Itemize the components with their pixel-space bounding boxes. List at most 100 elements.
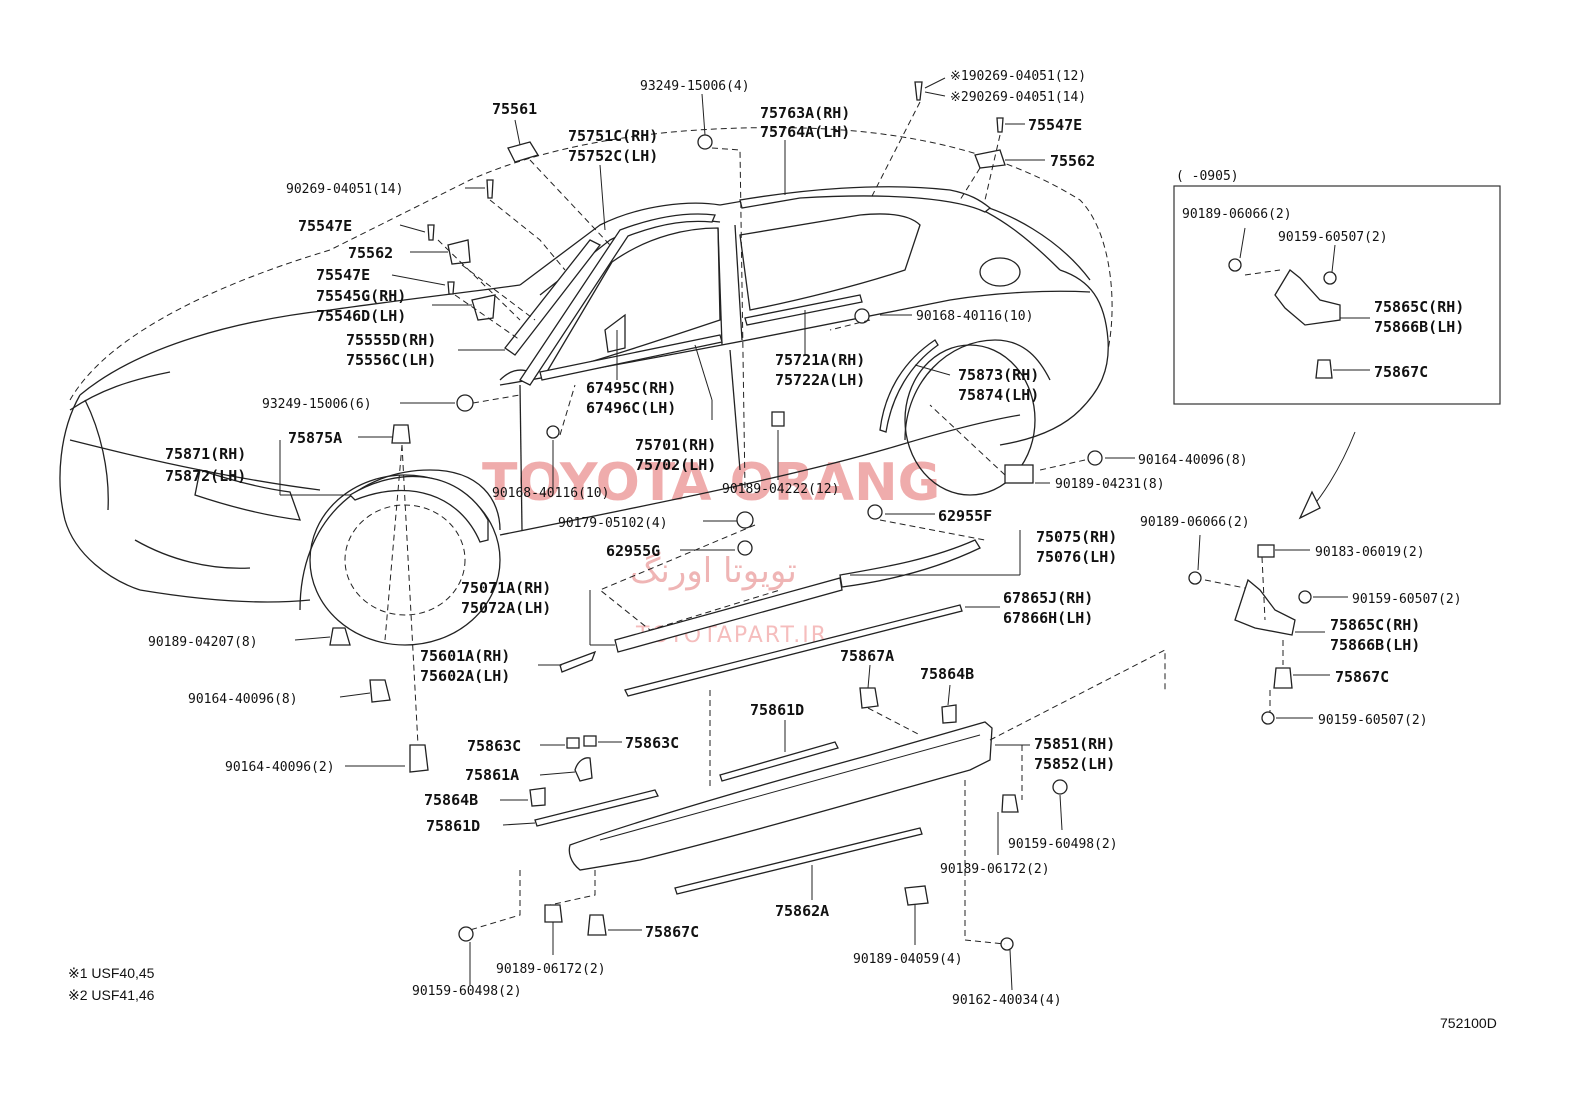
label-75863c-right: 75863C [625, 734, 679, 752]
screw-90164-right [1087, 450, 1103, 466]
label-75861a: 75861A [465, 766, 519, 784]
right-clip-06066 [1188, 571, 1202, 585]
windshield-side-moulding [504, 239, 601, 356]
roof-moulding [739, 186, 992, 213]
clip-right [941, 704, 957, 724]
arrow-head [1298, 490, 1321, 520]
label-90189-06172-left: 90189-06172(2) [496, 962, 606, 977]
label-75072a: 75072A(LH) [461, 599, 551, 617]
label-90189-06172-right: 90189-06172(2) [940, 862, 1050, 877]
clip-62955f [867, 504, 883, 520]
inset-bracket [1274, 269, 1341, 326]
label-75602a: 75602A(LH) [420, 667, 510, 685]
label-62955f: 62955F [938, 507, 992, 525]
clip-75547e-left [427, 224, 435, 241]
inset-screw-60507 [1323, 271, 1337, 285]
inset-clip-75867c [1315, 359, 1333, 379]
clip-90189-04207 [329, 627, 351, 646]
clip-75867c-bottom [587, 914, 607, 936]
label-75702: 75702(LH) [635, 456, 716, 474]
label-90189-04231: 90189-04231(8) [1055, 477, 1165, 492]
right-clip-75867c [1273, 667, 1293, 689]
label-75722a: 75722A(LH) [775, 371, 865, 389]
screw-90164-lower [409, 744, 429, 773]
pad-right [583, 735, 597, 747]
inset-label-75865c: 75865C(RH) [1374, 298, 1464, 316]
label-90269-note2: ※290269-04051(14) [950, 90, 1086, 105]
clip-left [529, 787, 546, 807]
label-75701: 75701(RH) [635, 436, 716, 454]
right-label-90159-60507-lower: 90159-60507(2) [1318, 713, 1428, 728]
label-75561: 75561 [492, 100, 537, 118]
rocker-moulding-front [614, 577, 843, 653]
clip-90168-front [546, 425, 560, 439]
inset-label-90189-06066: 90189-06066(2) [1182, 207, 1292, 222]
inset-box [1173, 185, 1501, 405]
label-67866h: 67866H(LH) [1003, 609, 1093, 627]
right-screw-60507-lower [1261, 711, 1275, 725]
label-75852: 75852(LH) [1034, 755, 1115, 773]
right-label-75866b: 75866B(LH) [1330, 636, 1420, 654]
clip-90269-top [914, 81, 923, 101]
label-75867c-bottom: 75867C [645, 923, 699, 941]
clip-90189-06172-right [1001, 794, 1019, 813]
clip-75561 [507, 141, 539, 163]
label-67495c: 67495C(RH) [586, 379, 676, 397]
label-93249-15006-4: 93249-15006(4) [640, 79, 750, 94]
window-frame-trim [604, 313, 626, 353]
diagram-code: 752100D [1440, 1015, 1497, 1031]
label-62955g: 62955G [606, 542, 660, 560]
label-75872: 75872(LH) [165, 467, 246, 485]
label-67496c: 67496C(LH) [586, 399, 676, 417]
right-label-75865c: 75865C(RH) [1330, 616, 1420, 634]
label-75763a: 75763A(RH) [760, 104, 850, 122]
label-75851: 75851(RH) [1034, 735, 1115, 753]
screw-90164-front [369, 679, 391, 703]
clip-90189-04222 [771, 411, 785, 427]
label-90189-04059: 90189-04059(4) [853, 952, 963, 967]
rocker-lower-strip [674, 827, 923, 895]
label-90159-60498-left: 90159-60498(2) [412, 984, 522, 999]
label-75861d-lower: 75861D [426, 817, 480, 835]
label-75556c: 75556C(LH) [346, 351, 436, 369]
label-75076: 75076(LH) [1036, 548, 1117, 566]
clip-75547e-mid [447, 281, 455, 295]
label-75752c: 75752C(LH) [568, 147, 658, 165]
label-75864b-right: 75864B [920, 665, 974, 683]
inset-frame [1173, 185, 1501, 405]
label-90269-note1: ※190269-04051(12) [950, 69, 1086, 84]
screw-93249-top [697, 134, 713, 150]
label-90168-rear: 90168-40116(10) [916, 309, 1033, 324]
mudguard-trim [559, 650, 597, 673]
label-90168-front: 90168-40116(10) [492, 486, 609, 501]
label-75547e-a: 75547E [298, 217, 352, 235]
label-75601a: 75601A(RH) [420, 647, 510, 665]
rocker-insert-upper [719, 741, 839, 782]
label-75764a: 75764A(LH) [760, 123, 850, 141]
rocker-end-cap [574, 757, 593, 782]
label-90269-04051-14: 90269-04051(14) [286, 182, 403, 197]
label-90164-40096-right: 90164-40096(8) [1138, 453, 1248, 468]
right-label-75867c: 75867C [1335, 668, 1389, 686]
label-90159-60498-right: 90159-60498(2) [1008, 837, 1118, 852]
pad-left [566, 737, 580, 749]
clip-75562-top [974, 149, 1006, 169]
label-75562-left: 75562 [348, 244, 393, 262]
label-75871: 75871(RH) [165, 445, 246, 463]
clip-75562-left [447, 239, 471, 265]
screw-90162 [1000, 937, 1014, 951]
label-75721a: 75721A(RH) [775, 351, 865, 369]
rear-belt-moulding [744, 294, 863, 326]
screw-90159-60498-right [1052, 779, 1068, 795]
trim-parts [348, 186, 993, 895]
right-label-90189-06066: 90189-06066(2) [1140, 515, 1250, 530]
label-75874: 75874(LH) [958, 386, 1039, 404]
label-75555d: 75555D(RH) [346, 331, 436, 349]
right-bracket [1234, 578, 1296, 636]
rocker-panel-side-skirt [568, 721, 993, 871]
label-75863c-left: 75863C [467, 737, 521, 755]
label-90179-05102: 90179-05102(4) [558, 516, 668, 531]
clip-75875a [391, 424, 411, 444]
label-75873: 75873(RH) [958, 366, 1039, 384]
